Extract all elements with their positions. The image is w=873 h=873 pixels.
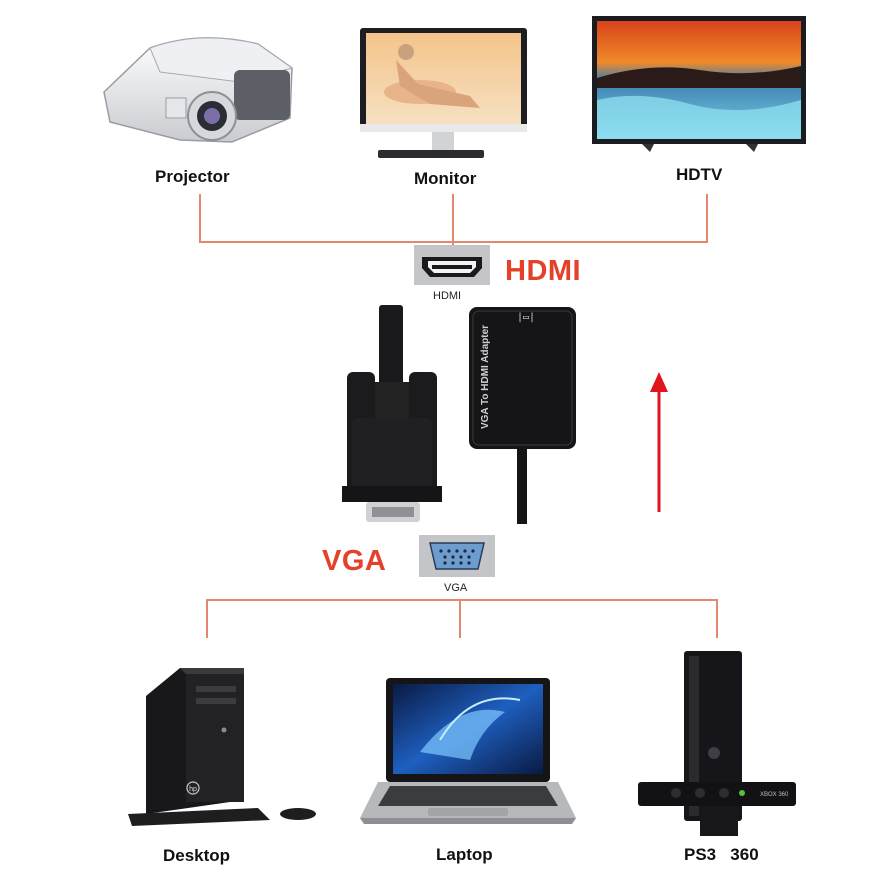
vga-port-icon [419,535,495,577]
vga-plug-icon [342,305,442,522]
adapter-label: VGA To HDMI Adapter [480,324,491,430]
vga-title: VGA [322,545,387,577]
desktop-label: Desktop [163,846,231,865]
hdmi-title: HDMI [505,255,582,287]
projector-label: Projector [155,167,230,186]
projector-icon [103,37,294,143]
vga-connector-lines [206,599,718,638]
console-label: PS3 360 [684,845,759,864]
hdmi-port-icon [414,245,490,285]
monitor-icon [360,28,527,158]
vga-port-caption: VGA [444,582,468,594]
hdmi-port-caption: HDMI [433,290,462,302]
hdmi-connector-lines [199,194,708,245]
adapter-port-mark: |▭| [517,312,536,323]
laptop-icon [360,678,576,824]
laptop-label: Laptop [436,845,493,864]
upward-arrow-icon [650,372,668,512]
console-badge-text: XBOX 360 [760,792,789,798]
hdtv-label: HDTV [676,165,723,184]
adapter-box [469,307,576,524]
hdtv-icon [592,16,806,152]
desktop-badge-text: hp [189,786,197,793]
desktop-icon: hp [128,668,316,826]
monitor-label: Monitor [414,169,477,188]
console-icon: XBOX 360 [638,651,796,836]
